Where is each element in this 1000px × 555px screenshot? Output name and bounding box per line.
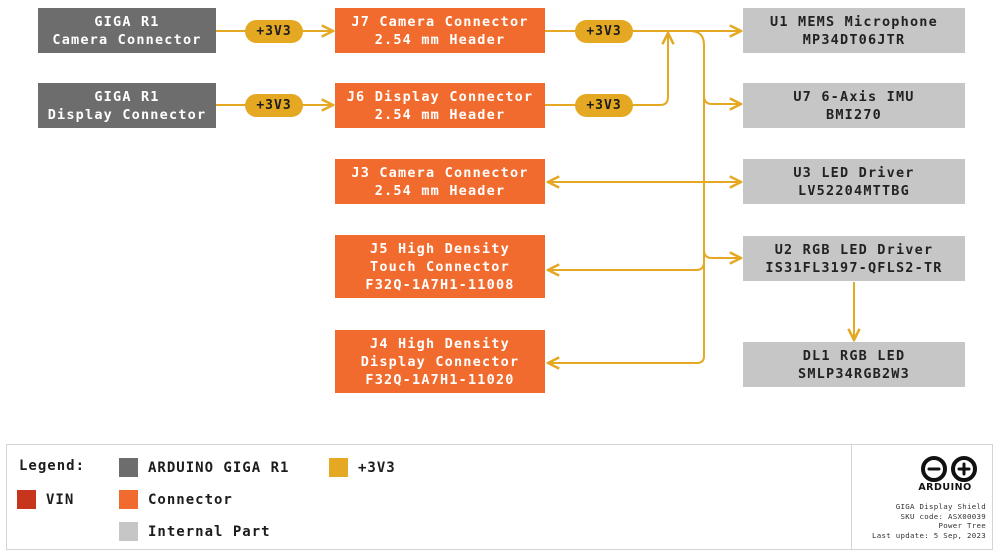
legend-item-giga: ARDUINO GIGA R1 [119,458,289,477]
info-line: Power Tree [938,521,986,530]
block-line: 2.54 mm Header [374,182,506,199]
legend-item-internal: Internal Part [119,522,271,541]
block-line: SMLP34RGB2W3 [798,365,910,382]
legend-swatch-vin [17,490,36,509]
block-line: J5 High Density [370,240,510,257]
block-line: Touch Connector [370,258,510,275]
legend-label: +3V3 [358,459,396,476]
brand-name: ARDUINO [918,482,972,493]
legend-label: Internal Part [148,523,271,540]
info-line: SKU code: ASX00039 [900,511,986,521]
block-line: J7 Camera Connector [351,13,529,30]
block-line: 2.54 mm Header [374,31,506,48]
u7-imu-block: U7 6-Axis IMU BMI270 [743,83,965,128]
legend-label: Connector [148,491,233,508]
legend-item-vin: VIN [17,490,74,509]
wire-rail-to-u7 [703,95,741,104]
legend-divider [851,445,852,549]
giga-display-connector-block: GIGA R1 Display Connector [38,83,216,128]
block-line: DL1 RGB LED [802,347,906,364]
block-line: U1 MEMS Microphone [770,13,938,30]
block-line: 2.54 mm Header [374,106,506,123]
block-line: Camera Connector [52,31,202,48]
info-line: Last update: 5 Sep, 2023 [872,530,986,540]
legend-swatch-connector [119,490,138,509]
legend-swatch-3v3 [329,458,348,477]
block-line: J4 High Density [370,335,510,352]
u2-rgb-led-driver-block: U2 RGB LED Driver IS31FL3197-QFLS2-TR [743,236,965,281]
document-info: GIGA Display Shield SKU code: ASX00039 P… [872,502,986,540]
block-line: Display Connector [360,353,520,370]
wire-j6-to-bus [545,33,668,106]
j5-touch-connector-block: J5 High Density Touch Connector F32Q-1A7… [335,235,545,298]
j7-camera-connector-block: J7 Camera Connector 2.54 mm Header [335,8,545,53]
block-line: J3 Camera Connector [351,164,529,181]
distribution-rail [689,30,705,364]
block-line: U2 RGB LED Driver [774,241,934,258]
block-line: IS31FL3197-QFLS2-TR [765,259,943,276]
legend-title: Legend: [19,458,86,474]
block-line: F32Q-1A7H1-11008 [365,276,515,293]
legend-swatch-giga [119,458,138,477]
block-line: GIGA R1 [94,13,160,30]
rail-label-3v3: +3V3 [575,20,633,43]
legend-item-connector: Connector [119,490,233,509]
wire-rail-to-j5 [548,261,705,270]
info-line: GIGA Display Shield [895,502,986,511]
u1-microphone-block: U1 MEMS Microphone MP34DT06JTR [743,8,965,53]
arduino-infinity-logo-icon [921,456,977,482]
block-line: LV52204MTTBG [798,182,910,199]
legend-panel: Legend: ARDUINO GIGA R1 +3V3 VIN Connect… [6,444,993,550]
legend-swatch-internal [119,522,138,541]
block-line: U3 LED Driver [793,164,915,181]
rail-label-3v3: +3V3 [245,20,303,43]
wire-rail-to-u2 [703,249,741,258]
legend-label: ARDUINO GIGA R1 [148,459,290,476]
rail-label-3v3: +3V3 [575,94,633,117]
block-line: U7 6-Axis IMU [793,88,915,105]
dl1-rgb-led-block: DL1 RGB LED SMLP34RGB2W3 [743,342,965,387]
j4-display-connector-block: J4 High Density Display Connector F32Q-1… [335,330,545,393]
giga-camera-connector-block: GIGA R1 Camera Connector [38,8,216,53]
j6-display-connector-block: J6 Display Connector 2.54 mm Header [335,83,545,128]
block-line: BMI270 [826,106,882,123]
block-line: Display Connector [47,106,207,123]
legend-item-3v3: +3V3 [329,458,396,477]
legend-label: VIN [46,491,75,508]
rail-label-3v3: +3V3 [245,94,303,117]
block-line: MP34DT06JTR [802,31,906,48]
j3-camera-connector-block: J3 Camera Connector 2.54 mm Header [335,159,545,204]
block-line: GIGA R1 [94,88,160,105]
block-line: J6 Display Connector [346,88,534,105]
block-line: F32Q-1A7H1-11020 [365,371,515,388]
u3-led-driver-block: U3 LED Driver LV52204MTTBG [743,159,965,204]
